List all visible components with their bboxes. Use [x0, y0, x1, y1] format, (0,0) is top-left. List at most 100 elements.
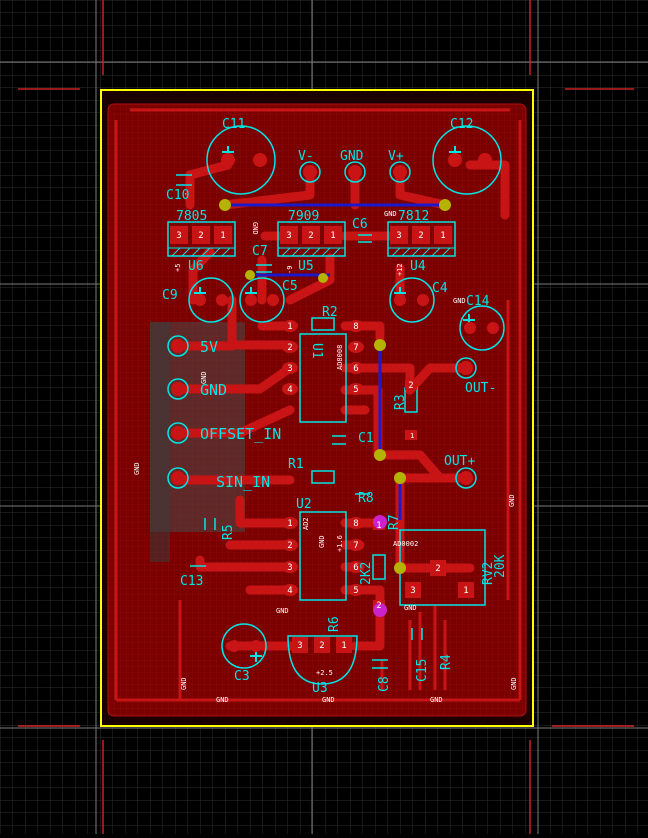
u1-pin5: 5: [353, 385, 358, 395]
label-c12: C12: [450, 117, 473, 132]
c10-outline: [176, 174, 192, 186]
label-out-plus: OUT+: [444, 454, 475, 469]
net-ad8: AD8008: [336, 345, 344, 370]
vertical-net-labels: GND GND GND GND GND GND GND +5 -9 +12 AD…: [133, 222, 518, 690]
u6-pin2: 2: [198, 231, 203, 241]
label-r3: R3: [393, 394, 408, 410]
rv2-pin2: 2: [435, 564, 440, 574]
label-gnd-side: GND: [200, 381, 227, 399]
label-u2: U2: [296, 497, 312, 512]
c12-outline: [432, 125, 502, 195]
conn-5v-ring: [167, 335, 189, 357]
u1-pin8: 8: [353, 322, 358, 332]
bottom-layer-traces[interactable]: [225, 203, 445, 520]
c8-outline: [372, 659, 388, 669]
label-u6: U6: [188, 259, 204, 274]
label-7812: 7812: [398, 209, 429, 224]
component-labels: C11 C12 C10 7805 7909 7812 C6 C7 U6 U5 U…: [162, 117, 490, 696]
net-gnd-v3: GND: [251, 222, 259, 235]
rv2-pin1: 1: [463, 586, 468, 596]
u6-outline: [167, 221, 236, 257]
c4-outline: [389, 277, 435, 323]
label-v-minus: V-: [298, 149, 314, 164]
label-c6: C6: [352, 217, 368, 232]
conn-v-plus-ring: [389, 161, 411, 183]
conn-gnd-side-ring: [167, 378, 189, 400]
conn-out-plus-ring: [455, 467, 477, 489]
silkscreen-layer: [167, 125, 505, 685]
label-gnd-top: GND: [340, 149, 364, 164]
u3-pin2: 2: [319, 641, 324, 651]
r5-outline: [204, 518, 216, 530]
net-gnd-v1: GND: [133, 462, 141, 475]
label-u3: U3: [312, 681, 328, 696]
r7-outline: [372, 554, 386, 580]
label-rv2: RV2: [481, 562, 496, 585]
c5-outline: [239, 277, 285, 323]
u2-pin8: 8: [353, 519, 358, 529]
thin-traces: [114, 108, 522, 702]
c11-outline: [206, 125, 276, 195]
keepout-strip: [150, 322, 170, 562]
label-r4: R4: [439, 654, 454, 670]
u4-outline: [387, 221, 456, 257]
copper-traces[interactable]: [173, 160, 510, 651]
net-plus5: +5: [174, 264, 182, 272]
net-one: 1: [410, 432, 414, 440]
u5-pin1: 1: [330, 231, 335, 241]
rv2-pin3: 3: [410, 586, 415, 596]
u1-pin6: 6: [353, 364, 358, 374]
u3-pin1: 1: [341, 641, 346, 651]
label-sin-in: SIN_IN: [216, 473, 270, 491]
label-c8: C8: [377, 676, 392, 692]
label-r2: R2: [322, 305, 338, 320]
u2-pin3: 3: [287, 563, 292, 573]
conn-gnd-ring: [344, 161, 366, 183]
label-5v: 5V: [200, 338, 218, 356]
net-minus9: -9: [286, 266, 294, 274]
u6-pin3: 3: [176, 231, 181, 241]
pin-numbers: 3 2 1 3 2 1 3 2 1 1 2 3 4 8 7 6 5 1 2 3 …: [176, 231, 468, 651]
label-c11: C11: [222, 117, 245, 132]
r1-outline: [311, 470, 335, 484]
net-gnd-v5: GND: [510, 677, 518, 690]
label-c10: C10: [166, 188, 189, 203]
label-u4: U4: [410, 259, 426, 274]
net-labels: GND GND GND GND GND GND GND +2.5 AD0002 …: [216, 210, 466, 704]
u4-pin3: 3: [396, 231, 401, 241]
pads[interactable]: [170, 153, 499, 653]
label-20k: 20K: [493, 554, 508, 578]
net-ad2: AD2: [302, 517, 310, 530]
u2-pin5: 5: [353, 586, 358, 596]
net-plus25: +2.5: [316, 669, 333, 677]
u1-pin3: 3: [287, 364, 292, 374]
net-gnd-v7: GND: [200, 371, 208, 384]
label-r7: R7: [387, 514, 402, 530]
u3-pin3: 3: [297, 641, 302, 651]
u4-pin2: 2: [418, 231, 423, 241]
net-plus12: +12: [396, 263, 404, 276]
r7-pin2: 2: [376, 601, 381, 611]
r7-pin1: 1: [376, 521, 381, 531]
label-c5: C5: [282, 279, 298, 294]
label-r6: R6: [327, 616, 342, 632]
net-gnd-v6: GND: [318, 535, 326, 548]
label-c7: C7: [252, 244, 268, 259]
c3-outline: [221, 623, 267, 669]
u2-pin7: 7: [353, 541, 358, 551]
u1-pin7: 7: [353, 343, 358, 353]
label-r8: R8: [358, 491, 374, 506]
c14-outline: [459, 305, 505, 351]
net-ad0002: AD0002: [393, 540, 418, 548]
net-gnd-1: GND: [276, 607, 289, 615]
vias[interactable]: [219, 199, 451, 617]
c1-outline: [332, 435, 346, 445]
conn-v-minus-ring: [299, 161, 321, 183]
label-2k2: 2K2: [359, 562, 374, 585]
conn-sin-ring: [167, 467, 189, 489]
net-gnd-4: GND: [430, 696, 443, 704]
side-connector-labels: 5V GND OFFSET_IN SIN_IN: [200, 338, 281, 491]
u1-pin2: 2: [287, 343, 292, 353]
conn-out-minus-ring: [455, 357, 477, 379]
